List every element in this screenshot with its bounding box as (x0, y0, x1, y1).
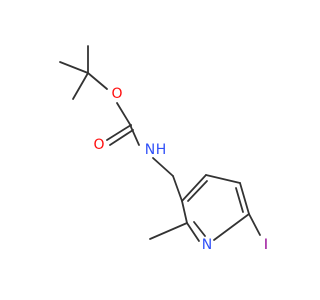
ring-bond-n-c2 (186, 222, 200, 242)
ring-bond-c2-c3 (181, 200, 188, 224)
atom-label-carbonyl-oxygen: O (93, 137, 104, 153)
ring-bond-c6-n (213, 213, 250, 241)
atom-label-pyridine-nitrogen: N (202, 237, 212, 253)
bond-carbonyl-c-to-n (130, 126, 140, 146)
bond-c2-methyl (149, 222, 188, 240)
tert-butyl-group (59, 45, 108, 100)
bond-quaternary-c-to-o (87, 72, 108, 90)
atom-label-ether-oxygen: O (111, 86, 122, 102)
carbamate-group (106, 102, 183, 202)
atom-label-iodine: I (264, 237, 268, 253)
bond-o-to-carbonyl-c (116, 102, 132, 127)
bond-methyl-bottom (72, 72, 89, 100)
atom-label-amide-nitrogen: N (145, 142, 155, 158)
ring-bond-c3-c4-inner (187, 180, 208, 202)
ring-bond-c5-c6-inner (235, 187, 244, 213)
bond-c6-iodo (248, 213, 261, 236)
atom-label-amide-hydrogen: H (156, 142, 167, 158)
pyridine-ring (181, 174, 250, 242)
bond-methyl-left (59, 61, 89, 74)
ring-bond-c4-c5 (205, 174, 241, 184)
ring-bond-c5-c6 (239, 182, 250, 215)
ring-bond-n-c2-inner (193, 221, 206, 237)
bond-carbonyl-double-b (109, 129, 134, 146)
ring-bond-c3-c4 (181, 174, 207, 202)
molecule-structure-drawing: O O N H N I (59, 45, 268, 253)
bond-n-to-ch2 (152, 157, 174, 177)
bond-ch2-to-ring (172, 175, 183, 202)
bond-carbonyl-double-a (106, 124, 132, 141)
